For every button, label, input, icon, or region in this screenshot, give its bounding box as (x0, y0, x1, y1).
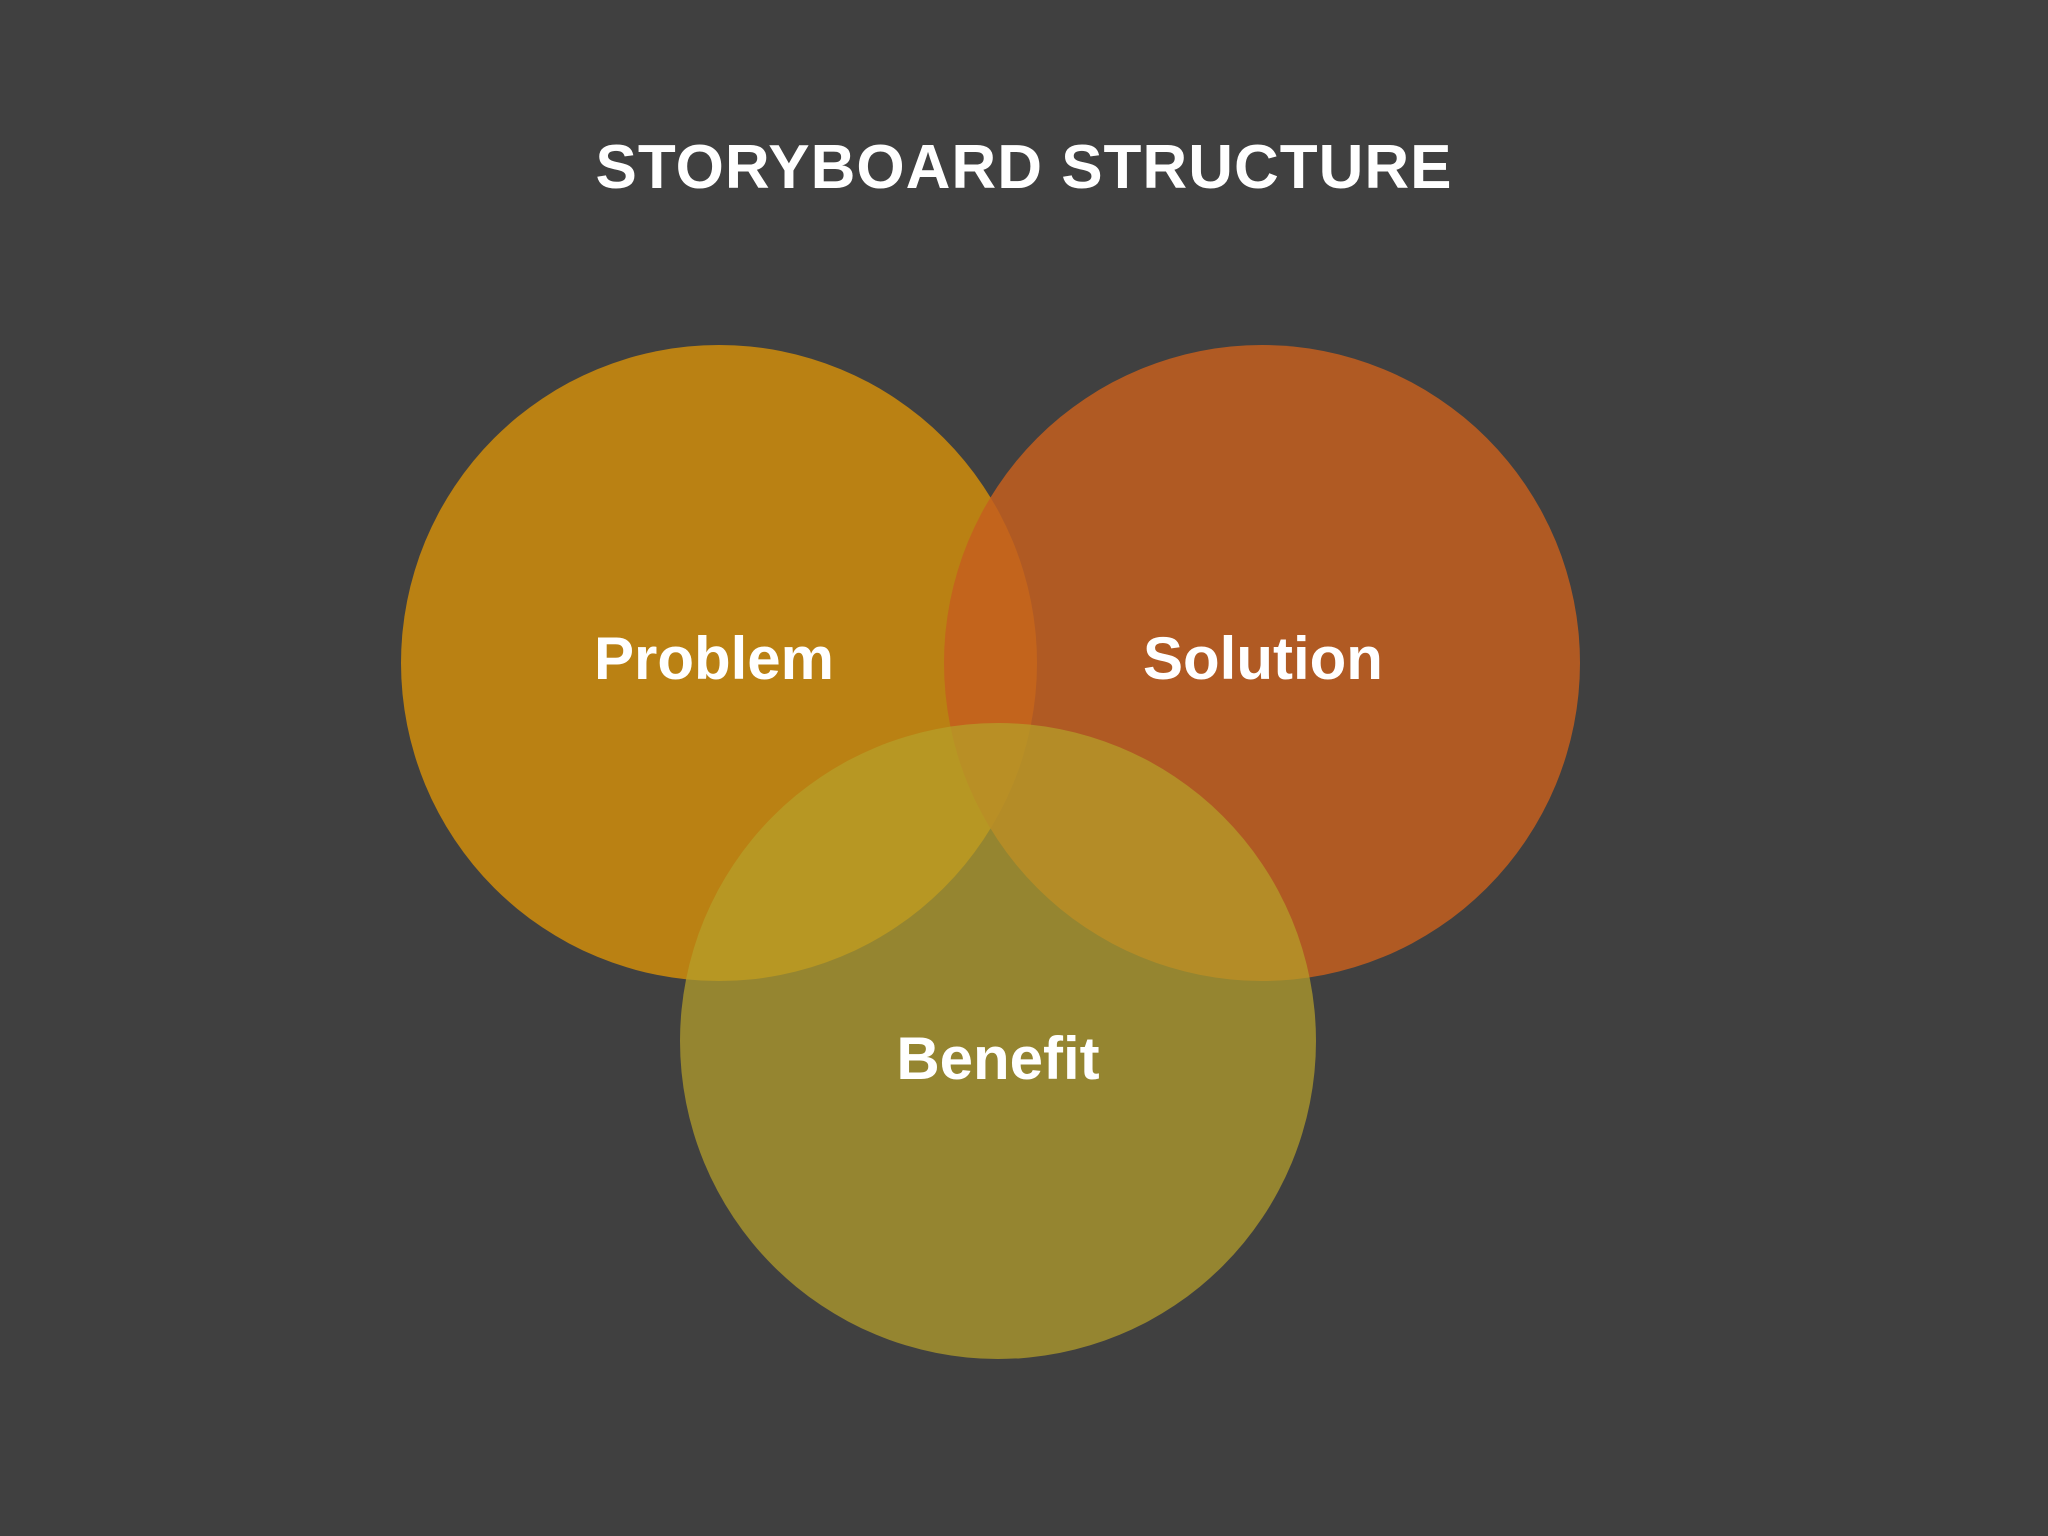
benefit-circle (680, 723, 1316, 1359)
diagram-title: STORYBOARD STRUCTURE (595, 133, 1453, 202)
benefit-label: Benefit (896, 1025, 1099, 1092)
solution-label: Solution (1143, 625, 1383, 692)
problem-label: Problem (594, 625, 834, 692)
